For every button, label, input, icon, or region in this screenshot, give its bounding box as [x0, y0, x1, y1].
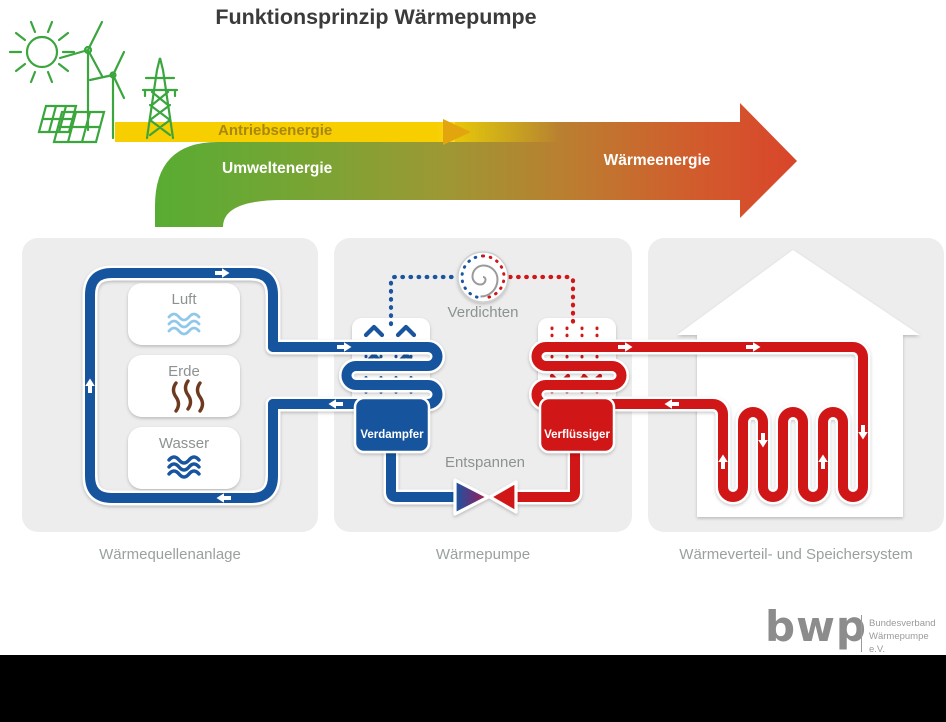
- energy-flow-arrow: [115, 103, 797, 227]
- condenser-tank: [538, 396, 616, 454]
- wasser-box: [128, 427, 240, 489]
- expansion-valve-icon: [453, 478, 518, 516]
- evaporator-tank: [353, 396, 431, 454]
- pump-panel: [334, 238, 632, 532]
- power-pylon-icon: [141, 57, 179, 140]
- luft-box: [128, 283, 240, 345]
- bottom-letterbox-bar: [0, 655, 946, 722]
- cold-gas-dotted-line: [388, 274, 459, 327]
- pump-panel-caption: Wärmepumpe: [435, 546, 531, 563]
- luft-label: Luft: [171, 291, 197, 308]
- heat-energy-label: Wärmeenergie: [603, 152, 711, 169]
- condenser-label: Verflüssiger: [544, 429, 610, 441]
- wind-turbine-icon: [58, 20, 126, 140]
- drive-energy-band: [115, 122, 560, 142]
- environment-energy-label: Umweltenergie: [222, 160, 333, 177]
- distribution-panel-caption: Wärmeverteil- und Speichersystem: [679, 546, 913, 563]
- drive-energy-arrowhead: [443, 119, 471, 145]
- air-waves-icon: [167, 312, 201, 336]
- logo-divider: [861, 615, 862, 652]
- evaporator-label: Verdampfer: [360, 429, 424, 441]
- compress-label: Verdichten: [447, 304, 519, 321]
- refrigerant-gas-lines: [388, 274, 576, 327]
- drive-energy-label: Antriebsenergie: [218, 122, 333, 139]
- logo-line2: Wärmepumpe e.V.: [869, 631, 929, 655]
- wasser-label: Wasser: [158, 435, 210, 452]
- expand-label: Entspannen: [444, 454, 526, 471]
- logo-line1: Bundesverband: [869, 618, 936, 629]
- water-waves-icon: [167, 455, 201, 479]
- source-panel-caption: Wärmequellenanlage: [99, 546, 241, 563]
- page-title: Funktionsprinzip Wärmepumpe: [215, 5, 537, 29]
- sun-icon: [8, 20, 76, 84]
- solar-panel-icon: [37, 104, 106, 144]
- logo-association-name: Bundesverband Wärmepumpe e.V.: [869, 617, 946, 656]
- erde-label: Erde: [168, 363, 200, 380]
- renewables-illustration: [8, 20, 179, 144]
- hot-gas-dotted-line: [507, 274, 576, 327]
- bwp-wordmark: bwp: [765, 602, 867, 651]
- compressor-icon: [457, 251, 509, 303]
- ground-squiggle-icon: [171, 379, 205, 413]
- tanks: [353, 396, 616, 454]
